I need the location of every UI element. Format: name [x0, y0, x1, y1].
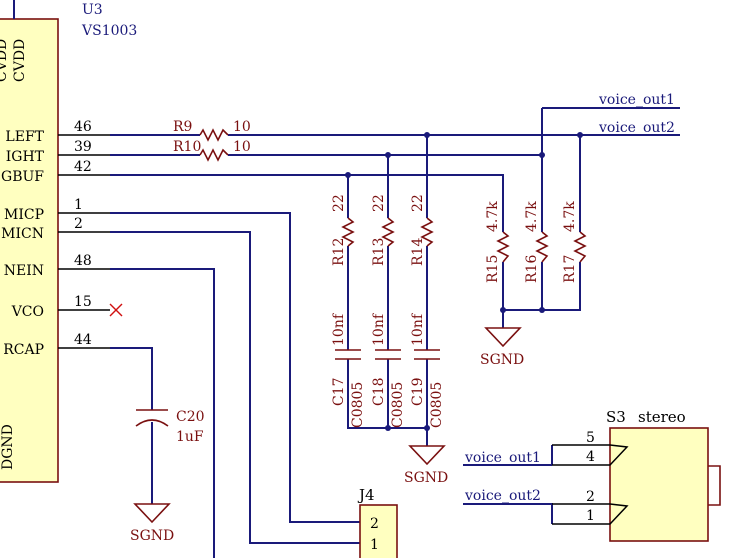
r12-value: 22	[331, 194, 347, 212]
u3-pin-gbuf: GBUF	[1, 169, 44, 185]
s3-pin4: 4	[586, 449, 595, 465]
u3-pin-dgnd: DGND	[0, 424, 16, 470]
pin-num-39: 39	[74, 139, 92, 155]
sgnd-label-c: SGND	[404, 470, 448, 486]
s3-pin5: 5	[586, 430, 595, 446]
resistor-r13: 22 R13	[371, 194, 395, 266]
u3-body	[0, 18, 59, 483]
pin-num-42: 42	[74, 159, 92, 175]
u3-pin-linein: NEIN	[4, 263, 44, 279]
r9-value: 10	[233, 119, 251, 135]
r14-value: 22	[410, 194, 426, 212]
u3-pin-cvdd-a: CVDD	[0, 39, 10, 82]
resistor-r14: 22 R14	[410, 194, 434, 266]
pin-num-2: 2	[74, 216, 83, 232]
jack-s3: S3 stereo 5 4 2 1	[552, 408, 721, 542]
pin-num-44: 44	[74, 332, 92, 348]
c19-ref: C19	[410, 377, 426, 406]
pin-num-48: 48	[74, 253, 92, 269]
no-connect-mark	[109, 303, 123, 317]
connector-j4: J4 2 1	[357, 486, 398, 558]
u3-part: VS1003	[81, 23, 137, 39]
sgnd-label-c20: SGND	[130, 528, 174, 544]
net-label-voice-out2-s3: voice_out2	[464, 488, 541, 504]
resistor-r17: 4.7k R17	[562, 201, 587, 283]
r15-value: 4.7k	[485, 201, 501, 232]
s3-pin1: 1	[586, 508, 595, 524]
junctions	[345, 132, 583, 431]
c18-value: 10nf	[371, 312, 387, 346]
r17-ref: R17	[562, 255, 578, 283]
net-label-voice-out1-s3: voice_out1	[464, 450, 541, 466]
sgnd-label-r: SGND	[480, 352, 524, 368]
s3-pin2: 2	[586, 489, 595, 505]
u3-pin-right: IGHT	[6, 149, 45, 165]
c20-value: 1uF	[176, 429, 204, 445]
pin-num-46: 46	[74, 119, 92, 135]
s3-body	[609, 427, 709, 542]
u3-chip: U3 VS1003 CVDD CVDD DGND LEFT IGHT GBUF …	[0, 0, 137, 483]
r16-ref: R16	[524, 255, 540, 283]
s3-tab	[708, 465, 721, 506]
r15-ref: R15	[485, 255, 501, 283]
sgnd-symbol-c: SGND	[404, 445, 448, 486]
u3-pin-cvdd-b: CVDD	[12, 39, 28, 82]
net-label-voice-out2: voice_out2	[598, 120, 675, 136]
u3-pin-micp: MICP	[4, 207, 44, 223]
c18-footprint: C0805	[390, 382, 406, 428]
c19-value: 10nf	[410, 312, 426, 346]
s3-ref: S3	[606, 408, 626, 426]
capacitor-c17: 10nf C17 C0805	[331, 312, 366, 428]
c17-ref: C17	[331, 377, 347, 406]
r9-ref: R9	[173, 119, 192, 135]
s3-part: stereo	[638, 408, 686, 426]
resistor-r10: R10 10	[173, 139, 251, 162]
r16-value: 4.7k	[524, 201, 540, 232]
j4-body	[359, 504, 398, 558]
u3-ref: U3	[82, 2, 103, 18]
resistor-r9: R9 10	[173, 119, 251, 142]
u3-pin-micn: MICN	[1, 226, 44, 242]
r12-ref: R12	[331, 238, 347, 266]
wires	[110, 107, 680, 558]
capacitor-c18: 10nf C18 C0805	[371, 312, 406, 428]
u3-pin-left: LEFT	[5, 129, 44, 145]
r13-ref: R13	[371, 238, 387, 266]
r14-ref: R14	[410, 238, 426, 266]
c17-footprint: C0805	[350, 382, 366, 428]
capacitor-c19: 10nf C19 C0805	[410, 312, 445, 428]
pin-num-15: 15	[74, 294, 92, 310]
r17-value: 4.7k	[562, 201, 578, 232]
sgnd-symbol-r: SGND	[480, 327, 524, 368]
j4-pin2: 2	[370, 516, 379, 532]
c20-ref: C20	[176, 409, 205, 425]
resistor-r12: 22 R12	[331, 194, 355, 266]
net-label-voice-out1: voice_out1	[598, 92, 675, 108]
u3-pin-vco: VCO	[11, 304, 44, 320]
resistor-r16: 4.7k R16	[524, 201, 549, 283]
r13-value: 22	[371, 194, 387, 212]
r10-value: 10	[233, 139, 251, 155]
j4-pin1: 1	[370, 537, 379, 553]
c19-footprint: C0805	[429, 382, 445, 428]
c17-value: 10nf	[331, 312, 347, 346]
pin-stubs	[58, 134, 110, 349]
pin-num-1: 1	[74, 197, 83, 213]
capacitor-c20: C20 1uF	[135, 409, 205, 445]
u3-pin-rcap: RCAP	[3, 342, 44, 358]
j4-ref: J4	[357, 486, 375, 504]
r10-ref: R10	[173, 139, 201, 155]
sgnd-symbol-c20: SGND	[130, 503, 174, 544]
resistor-r15: 4.7k R15	[485, 201, 510, 283]
c18-ref: C18	[371, 377, 387, 406]
